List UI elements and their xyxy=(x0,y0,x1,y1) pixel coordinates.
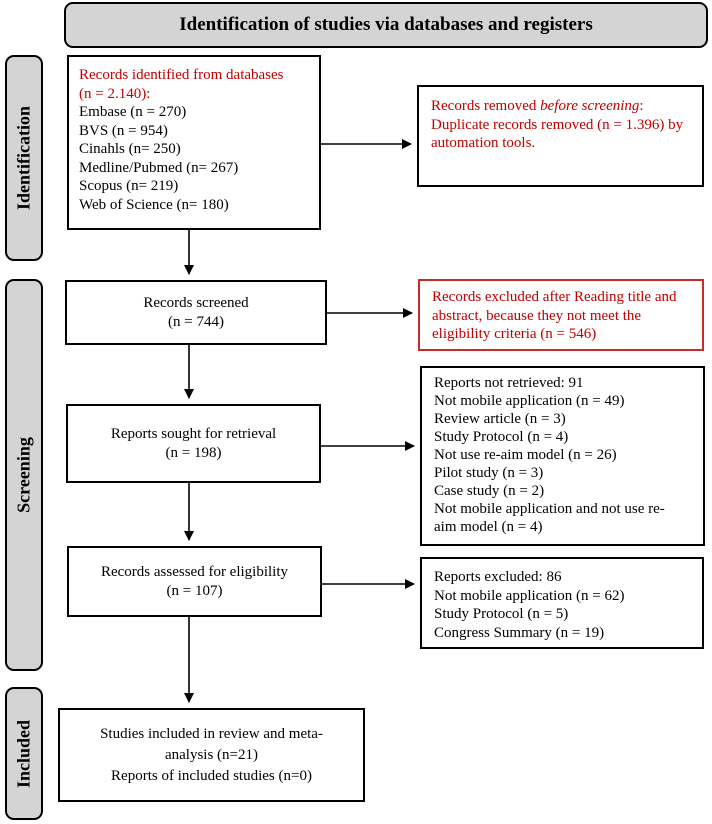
source-item: BVS (n = 954) xyxy=(79,122,168,139)
source-item: Embase (n = 270) xyxy=(79,104,187,120)
diagram-header: Identification of studies via databases … xyxy=(64,2,708,48)
not-retrieved-item: Study Protocol (n = 4) xyxy=(434,429,569,445)
records-screened-box: Records screened (n = 744) xyxy=(65,280,327,345)
not-retrieved-item: Not mobile application (n = 49) xyxy=(434,393,625,409)
not-retrieved-item: Not use re-aim model (n = 26) xyxy=(434,447,617,463)
records-identified-box: Records identified from databases (n = 2… xyxy=(67,55,321,230)
phase-screening: Screening xyxy=(5,279,43,671)
reports-excluded-item: Congress Summary (n = 19) xyxy=(434,624,605,641)
excluded-line-3: eligibility criteria (n = 546) xyxy=(432,326,597,342)
reports-sought-box: Reports sought for retrieval (n = 198) xyxy=(66,404,321,483)
not-retrieved-item: Review article (n = 3) xyxy=(434,411,566,427)
sought-label: Reports sought for retrieval xyxy=(110,426,277,442)
included-line-1: Studies included in review and meta- xyxy=(100,725,323,742)
records-assessed-box: Records assessed for eligibility (n = 10… xyxy=(67,546,322,617)
phase-identification: Identification xyxy=(5,55,43,261)
removed-line-2: Duplicate records removed (n = 1.396) by xyxy=(431,116,684,133)
reports-excluded-item: Reports excluded: 86 xyxy=(434,569,562,585)
source-item: Cinahls (n= 250) xyxy=(79,141,181,157)
not-retrieved-item: aim model (n = 4) xyxy=(434,519,543,535)
studies-included-box: Studies included in review and meta- ana… xyxy=(58,708,365,802)
not-retrieved-item: Case study (n = 2) xyxy=(434,483,545,499)
records-removed-box: Records removed before screening: Duplic… xyxy=(417,85,704,187)
screened-label: Records screened xyxy=(143,295,249,311)
identified-heading-2: (n = 2.140): xyxy=(79,85,151,102)
reports-not-retrieved-box: Reports not retrieved: 91 Not mobile app… xyxy=(420,366,705,546)
identified-heading-1: Records identified from databases xyxy=(79,67,284,83)
not-retrieved-item: Reports not retrieved: 91 xyxy=(434,375,584,391)
removed-line-1: Records removed before screening: xyxy=(431,97,694,116)
records-excluded-box: Records excluded after Reading title and… xyxy=(418,279,704,351)
source-item: Medline/Pubmed (n= 267) xyxy=(79,159,239,176)
excluded-line-2: abstract, because they not meet the xyxy=(432,307,642,324)
excluded-line-1: Records excluded after Reading title and xyxy=(432,289,677,305)
sought-count: (n = 198) xyxy=(165,444,222,461)
removed-suffix: : xyxy=(639,98,644,114)
included-line-3: Reports of included studies (n=0) xyxy=(111,767,312,784)
screened-count: (n = 744) xyxy=(168,313,224,330)
removed-prefix: Records removed xyxy=(431,98,541,114)
phase-included: Included xyxy=(5,687,43,820)
included-line-2: analysis (n=21) xyxy=(164,746,259,763)
reports-excluded-item: Not mobile application (n = 62) xyxy=(434,587,625,604)
reports-excluded-box: Reports excluded: 86 Not mobile applicat… xyxy=(420,557,704,649)
removed-emphasis: before screening xyxy=(540,98,640,114)
source-item: Scopus (n= 219) xyxy=(79,178,179,194)
header-title: Identification of studies via databases … xyxy=(179,14,593,35)
not-retrieved-item: Not mobile application and not use re- xyxy=(434,501,665,517)
source-item: Web of Science (n= 180) xyxy=(79,196,229,213)
reports-excluded-item: Study Protocol (n = 5) xyxy=(434,606,569,622)
removed-line-3: automation tools. xyxy=(431,135,536,151)
assessed-count: (n = 107) xyxy=(166,582,223,599)
assessed-label: Records assessed for eligibility xyxy=(100,564,289,580)
not-retrieved-item: Pilot study (n = 3) xyxy=(434,465,544,481)
